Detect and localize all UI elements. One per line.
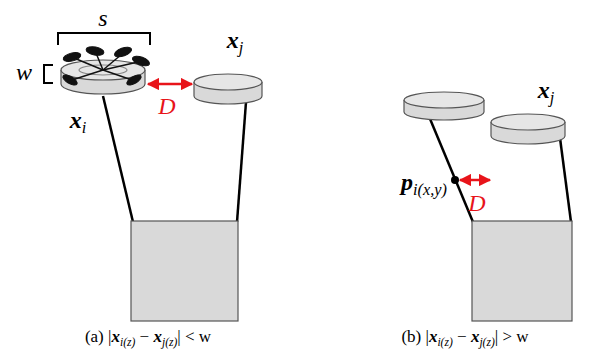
dimension-label-wrap: w: [16, 60, 32, 84]
subfigure-caption-wrap: (b) |xi(z) − xj(z)| > w: [401, 328, 528, 348]
tether-line: [103, 96, 133, 222]
text-run: (b) |: [401, 327, 428, 346]
vector-symbol: x: [153, 327, 162, 346]
text-run: (a) |: [85, 327, 112, 346]
subfigure-caption: (b) |xi(z) − xj(z)| > w: [401, 327, 528, 346]
text-run: −: [453, 327, 471, 346]
drone-disk-i: [404, 92, 484, 120]
drone-label: xj: [538, 77, 555, 103]
text-run: | < w: [177, 327, 211, 346]
point-dot: [451, 176, 459, 184]
subscript: i: [82, 118, 87, 137]
distance-label-wrap: D: [468, 191, 485, 215]
vector-symbol: x: [227, 27, 239, 53]
subscript: i(x,y): [413, 180, 447, 199]
bracket-w: [44, 65, 53, 83]
subscript: j: [550, 88, 555, 107]
vector-symbol: x: [429, 327, 438, 346]
vector-symbol: p: [401, 169, 413, 195]
vector-symbol: x: [111, 327, 120, 346]
distance-label: D: [468, 190, 485, 216]
drone-label: xj: [227, 27, 244, 53]
subscript: j(z): [162, 336, 177, 349]
text-run: −: [135, 327, 153, 346]
subscript: j: [239, 38, 244, 57]
drone-label-wrap: xj: [538, 78, 555, 107]
drone-label-wrap: xj: [227, 28, 244, 57]
distance-label: D: [158, 93, 175, 119]
tether-line: [560, 138, 571, 222]
bracket-s: [58, 33, 150, 45]
drone-label: xi: [70, 107, 87, 133]
drone-disk-j: [491, 114, 565, 144]
tether-line: [237, 102, 246, 222]
drone-label-wrap: xi: [70, 108, 87, 137]
drone-disk-j: [194, 74, 262, 104]
subscript: i(z): [437, 336, 452, 349]
vector-symbol: x: [471, 327, 480, 346]
text-run: | > w: [495, 327, 529, 346]
ground-box: [472, 221, 572, 321]
subscript: i(z): [120, 336, 135, 349]
vector-symbol: x: [70, 107, 82, 133]
ground-box: [131, 221, 238, 321]
point-label-wrap: pi(x,y): [401, 170, 447, 199]
propellers: [61, 45, 151, 87]
distance-arrow: [148, 83, 192, 86]
subfigure-caption: (a) |xi(z) − xj(z)| < w: [85, 327, 211, 346]
subscript: j(z): [479, 336, 494, 349]
dimension-label: s: [98, 5, 107, 31]
dimension-label-wrap: s: [98, 6, 107, 30]
distance-arrow: [460, 179, 490, 182]
drone-disk-i: [61, 60, 145, 94]
distance-label-wrap: D: [158, 94, 175, 118]
dimension-label: w: [16, 59, 32, 85]
point-label: pi(x,y): [401, 169, 447, 195]
vector-symbol: x: [538, 77, 550, 103]
tether-line: [428, 114, 473, 222]
subfigure-caption-wrap: (a) |xi(z) − xj(z)| < w: [85, 328, 211, 348]
